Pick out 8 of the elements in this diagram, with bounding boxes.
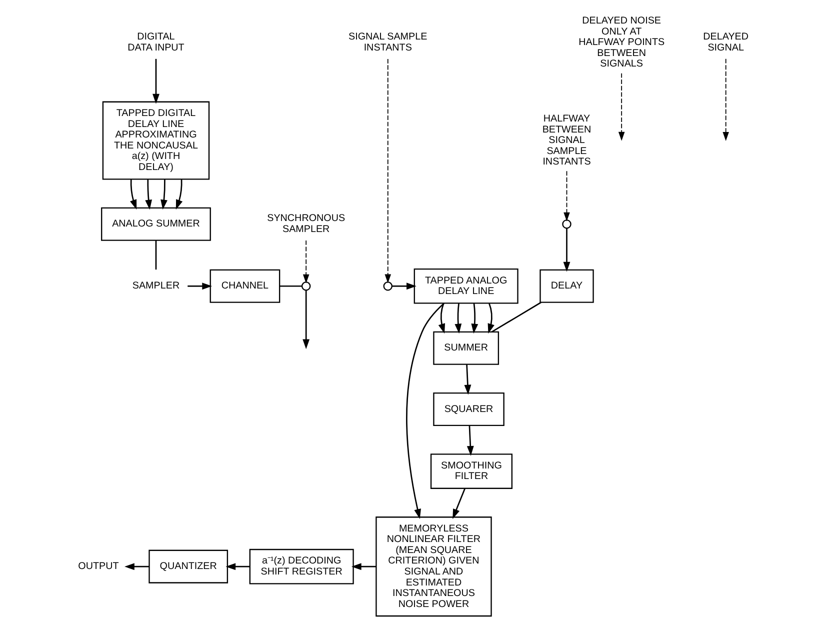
node-text: DIGITAL DATA INPUT bbox=[127, 32, 184, 54]
node-text: OUTPUT bbox=[78, 561, 118, 572]
node-text: HALFWAY BETWEEN SIGNAL SAMPLE INSTANTS bbox=[542, 113, 591, 168]
node-text: SYNCHRONOUS SAMPLER bbox=[266, 213, 345, 236]
node-text: SIGNAL SAMPLE INSTANTS bbox=[348, 32, 427, 54]
node-text: DELAYED SIGNAL bbox=[702, 32, 748, 54]
node-text: SAMPLER bbox=[132, 280, 180, 292]
node-text: DELAYED NOISE ONLY AT HALFWAY POINTS BETWEEN SIGNALS bbox=[578, 15, 664, 70]
